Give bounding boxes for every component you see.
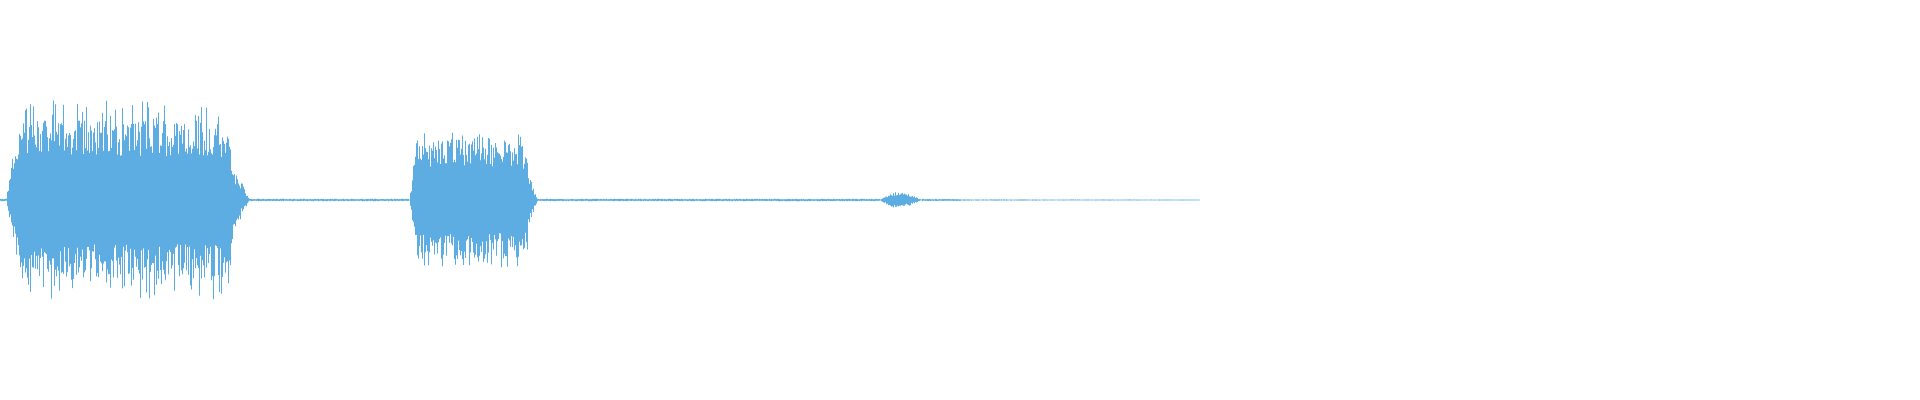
waveform-bars	[0, 100, 1200, 300]
